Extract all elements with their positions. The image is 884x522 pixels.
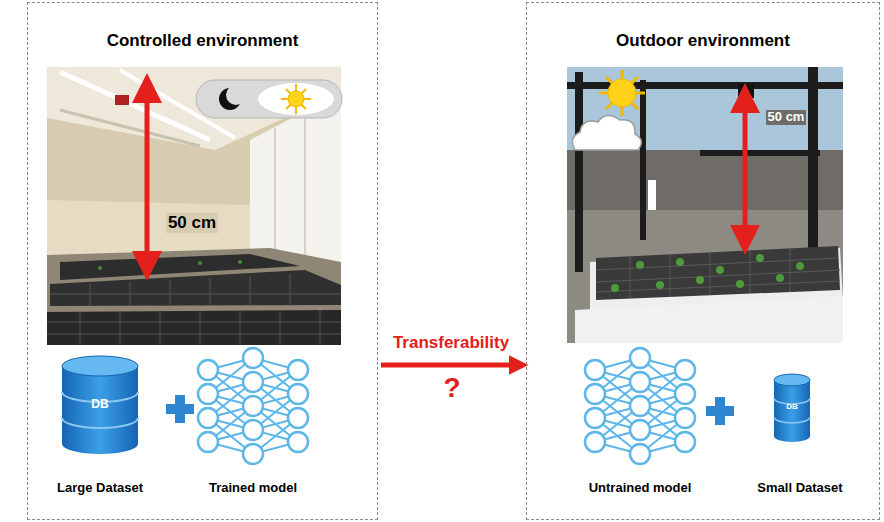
edge-label: Transferability: [393, 333, 509, 353]
label: Small Dataset: [757, 481, 842, 496]
transfer-arrow: [381, 363, 521, 368]
large-database-icon: [62, 356, 138, 454]
label: Large Dataset: [57, 481, 143, 496]
label: DB: [786, 402, 798, 411]
label: 50 cm: [766, 110, 807, 125]
outdoor-photo: [567, 67, 843, 343]
plus-sign: [166, 395, 194, 423]
neural-network-icon: [198, 348, 308, 464]
small-database-icon: [774, 374, 810, 442]
label: Trained model: [209, 481, 297, 496]
panel: Controlled environment: [27, 2, 378, 520]
chamber-photo: [47, 67, 341, 345]
label: ?: [443, 372, 460, 404]
label: DB: [91, 398, 108, 412]
panel-title: Controlled environment: [28, 31, 377, 51]
panel-title: Outdoor environment: [527, 31, 879, 51]
neural-network-icon: [585, 348, 695, 464]
day-night-toggle: [196, 80, 342, 118]
label: Untrained model: [589, 481, 692, 496]
label: 50 cm: [166, 213, 218, 233]
panel: Outdoor environment: [526, 2, 880, 520]
plus-sign: [706, 397, 734, 425]
